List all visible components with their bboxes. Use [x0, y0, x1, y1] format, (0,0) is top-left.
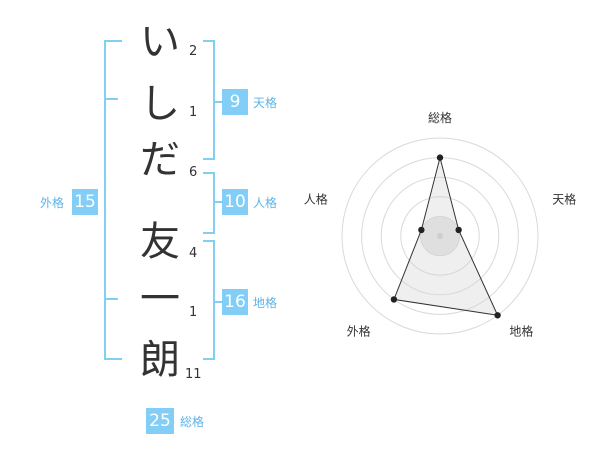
tenkaku-label: 天格	[253, 96, 278, 110]
jinkaku-bracket-bottom	[203, 232, 215, 234]
gaikaku-bracket-line	[104, 40, 106, 360]
radar-ring	[400, 196, 480, 276]
name-char-1: い	[140, 19, 180, 65]
chikaku-bracket-line	[213, 240, 215, 360]
gaikaku-bracket-top	[104, 40, 122, 42]
jinkaku-bracket-tick	[213, 201, 222, 203]
radar-axis-label: 地格	[509, 323, 533, 338]
gaikaku-bracket-mid-2	[104, 298, 118, 300]
chikaku-bracket-bottom	[203, 358, 215, 360]
radar-point	[436, 154, 444, 161]
gaikaku-value-badge: 15	[72, 189, 98, 215]
tenkaku-bracket-bottom	[203, 158, 215, 160]
tenkaku-bracket-line	[213, 40, 215, 160]
radar-point	[390, 296, 398, 303]
name-char-4: 友	[140, 219, 180, 265]
gaikaku-bracket-mid-1	[104, 98, 118, 100]
stroke-count-6: 11	[185, 367, 202, 382]
chikaku-bracket-top	[203, 240, 215, 242]
tenkaku-bracket-tick	[213, 101, 222, 103]
stroke-count-3: 6	[189, 165, 198, 180]
stroke-count-2: 1	[189, 105, 198, 120]
name-char-6: 朗	[140, 337, 180, 383]
tenkaku-bracket-top	[203, 40, 215, 42]
jinkaku-value-badge: 10	[222, 189, 248, 215]
tenkaku-value-badge: 9	[222, 89, 248, 115]
radar-axis-label: 総格	[428, 110, 452, 125]
chikaku-label: 地格	[253, 296, 278, 310]
radar-ring	[380, 176, 500, 296]
gaikaku-label: 外格	[40, 196, 65, 210]
stroke-count-5: 1	[189, 305, 198, 320]
radar-point	[494, 312, 501, 319]
chikaku-value-badge: 16	[222, 289, 248, 315]
chikaku-bracket-tick	[213, 301, 222, 303]
jinkaku-bracket-top	[203, 172, 215, 174]
jinkaku-bracket-line	[213, 172, 215, 234]
stroke-count-1: 2	[189, 44, 198, 59]
stroke-count-4: 4	[189, 246, 198, 261]
radar-polygon	[393, 157, 499, 316]
gaikaku-bracket-bottom	[104, 358, 122, 360]
name-char-3: だ	[140, 137, 180, 183]
soukaku-value-badge: 25	[146, 408, 174, 434]
radar-axis-label: 天格	[552, 192, 576, 207]
name-char-2: し	[140, 81, 180, 127]
radar-ring	[341, 137, 539, 335]
radar-point	[418, 226, 425, 234]
radar-center	[437, 233, 443, 239]
radar-point	[455, 226, 462, 234]
name-char-5: 一	[140, 276, 180, 322]
soukaku-label: 総格	[180, 415, 205, 429]
radar-axis-label: 外格	[347, 323, 371, 338]
jinkaku-label: 人格	[253, 196, 278, 210]
radar-axis-label: 人格	[304, 192, 328, 207]
